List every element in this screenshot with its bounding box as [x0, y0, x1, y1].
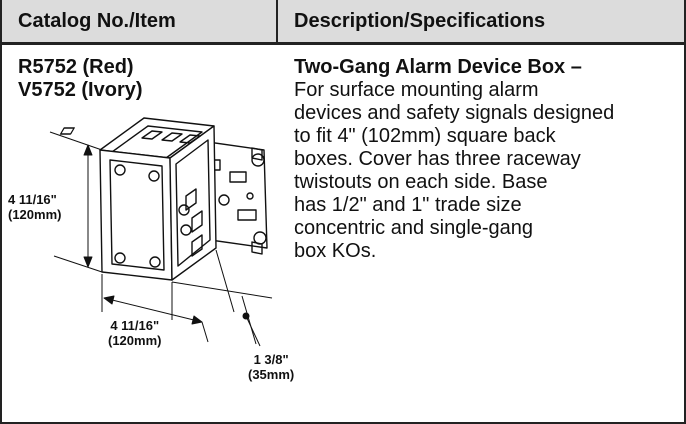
width-dimension-label: 4 11/16" (120mm)	[108, 318, 162, 348]
description-line: boxes. Cover has three raceway	[294, 148, 581, 170]
catalog-cell: R5752 (Red) V5752 (Ivory)	[18, 56, 143, 102]
description-line: twistouts on each side. Base	[294, 171, 548, 193]
width-dimension	[101, 274, 209, 343]
height-dimension-label: 4 11/16" (120mm)	[8, 192, 62, 222]
depth-dimension-label: 1 3/8" (35mm)	[248, 352, 295, 382]
description-line: devices and safety signals designed	[294, 102, 615, 124]
catalog-number-red: R5752 (Red)	[18, 56, 134, 78]
header-description: Description/Specifications	[294, 10, 546, 32]
description-line: has 1/2" and 1" trade size	[294, 194, 522, 216]
description-cell: Two-Gang Alarm Device Box – For surface …	[294, 56, 684, 263]
catalog-number-ivory: V5752 (Ivory)	[18, 79, 143, 101]
device-box-drawing	[49, 117, 273, 347]
product-title: Two-Gang Alarm Device Box –	[294, 56, 582, 78]
description-line: For surface mounting alarm	[294, 79, 539, 101]
table-header: Catalog No./Item Description/Specificati…	[2, 0, 684, 45]
description-line: to fit 4" (102mm) square back	[294, 125, 556, 147]
description-line: concentric and single-gang	[294, 217, 534, 239]
header-catalog: Catalog No./Item	[18, 10, 176, 32]
box-body	[59, 117, 217, 281]
depth-dimension	[171, 249, 273, 347]
height-dimension	[49, 131, 103, 273]
description-line: box KOs.	[294, 240, 377, 262]
header-column-divider	[276, 0, 278, 45]
